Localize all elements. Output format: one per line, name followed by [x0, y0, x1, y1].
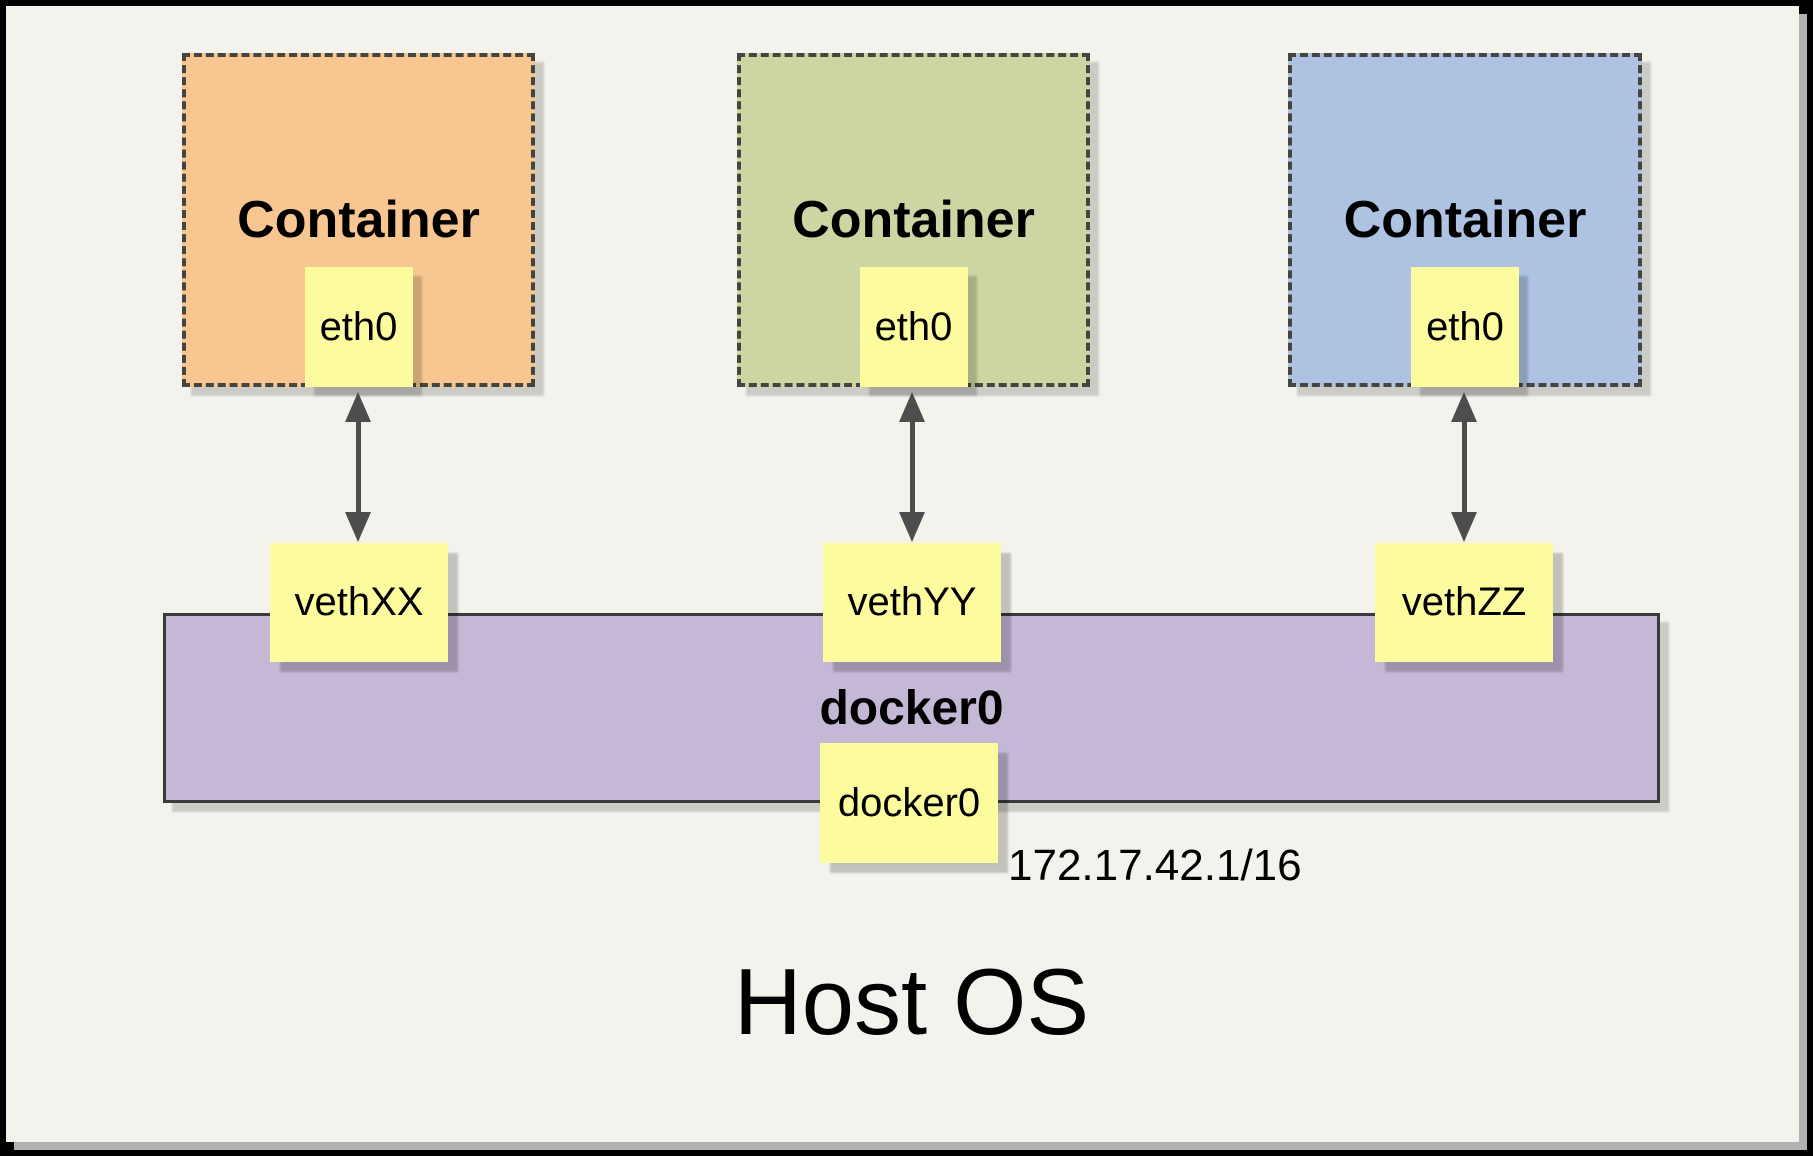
- veth-label: vethYY: [847, 580, 977, 624]
- container-box-2: Container eth0: [737, 53, 1090, 387]
- eth0-interface-box-2: eth0: [859, 267, 968, 387]
- container-label: Container: [237, 191, 480, 249]
- eth0-label: eth0: [1426, 304, 1504, 349]
- veth-box-3: vethZZ: [1375, 543, 1553, 662]
- eth0-interface-box-3: eth0: [1411, 267, 1519, 387]
- veth-connection-arrow-3: [1451, 392, 1477, 542]
- eth0-label: eth0: [874, 304, 953, 349]
- container-label: Container: [1343, 191, 1587, 249]
- docker0-bridge-label: docker0: [819, 681, 1004, 735]
- host-os-label: Host OS: [733, 949, 1090, 1054]
- veth-box-2: vethYY: [823, 543, 1001, 662]
- container-box-1: Container eth0: [182, 53, 535, 387]
- docker0-interface-label: docker0: [837, 780, 981, 825]
- container-box-3: Container eth0: [1288, 53, 1642, 387]
- eth0-interface-box-1: eth0: [304, 267, 413, 387]
- veth-connection-arrow-2: [899, 392, 925, 542]
- veth-label: vethZZ: [1401, 580, 1527, 624]
- arrowhead-down-icon: [1451, 512, 1477, 542]
- veth-box-1: vethXX: [270, 543, 448, 662]
- bridge-ip-address: 172.17.42.1/16: [1008, 841, 1302, 890]
- arrowhead-down-icon: [345, 512, 371, 542]
- arrow-shaft: [1461, 414, 1467, 520]
- eth0-label: eth0: [319, 304, 398, 349]
- arrow-shaft: [909, 414, 915, 520]
- veth-connection-arrow-1: [345, 392, 371, 542]
- container-label: Container: [792, 191, 1035, 249]
- veth-label: vethXX: [294, 580, 424, 624]
- arrowhead-down-icon: [899, 512, 925, 542]
- docker0-interface-box: docker0: [820, 743, 998, 863]
- arrow-shaft: [355, 414, 361, 520]
